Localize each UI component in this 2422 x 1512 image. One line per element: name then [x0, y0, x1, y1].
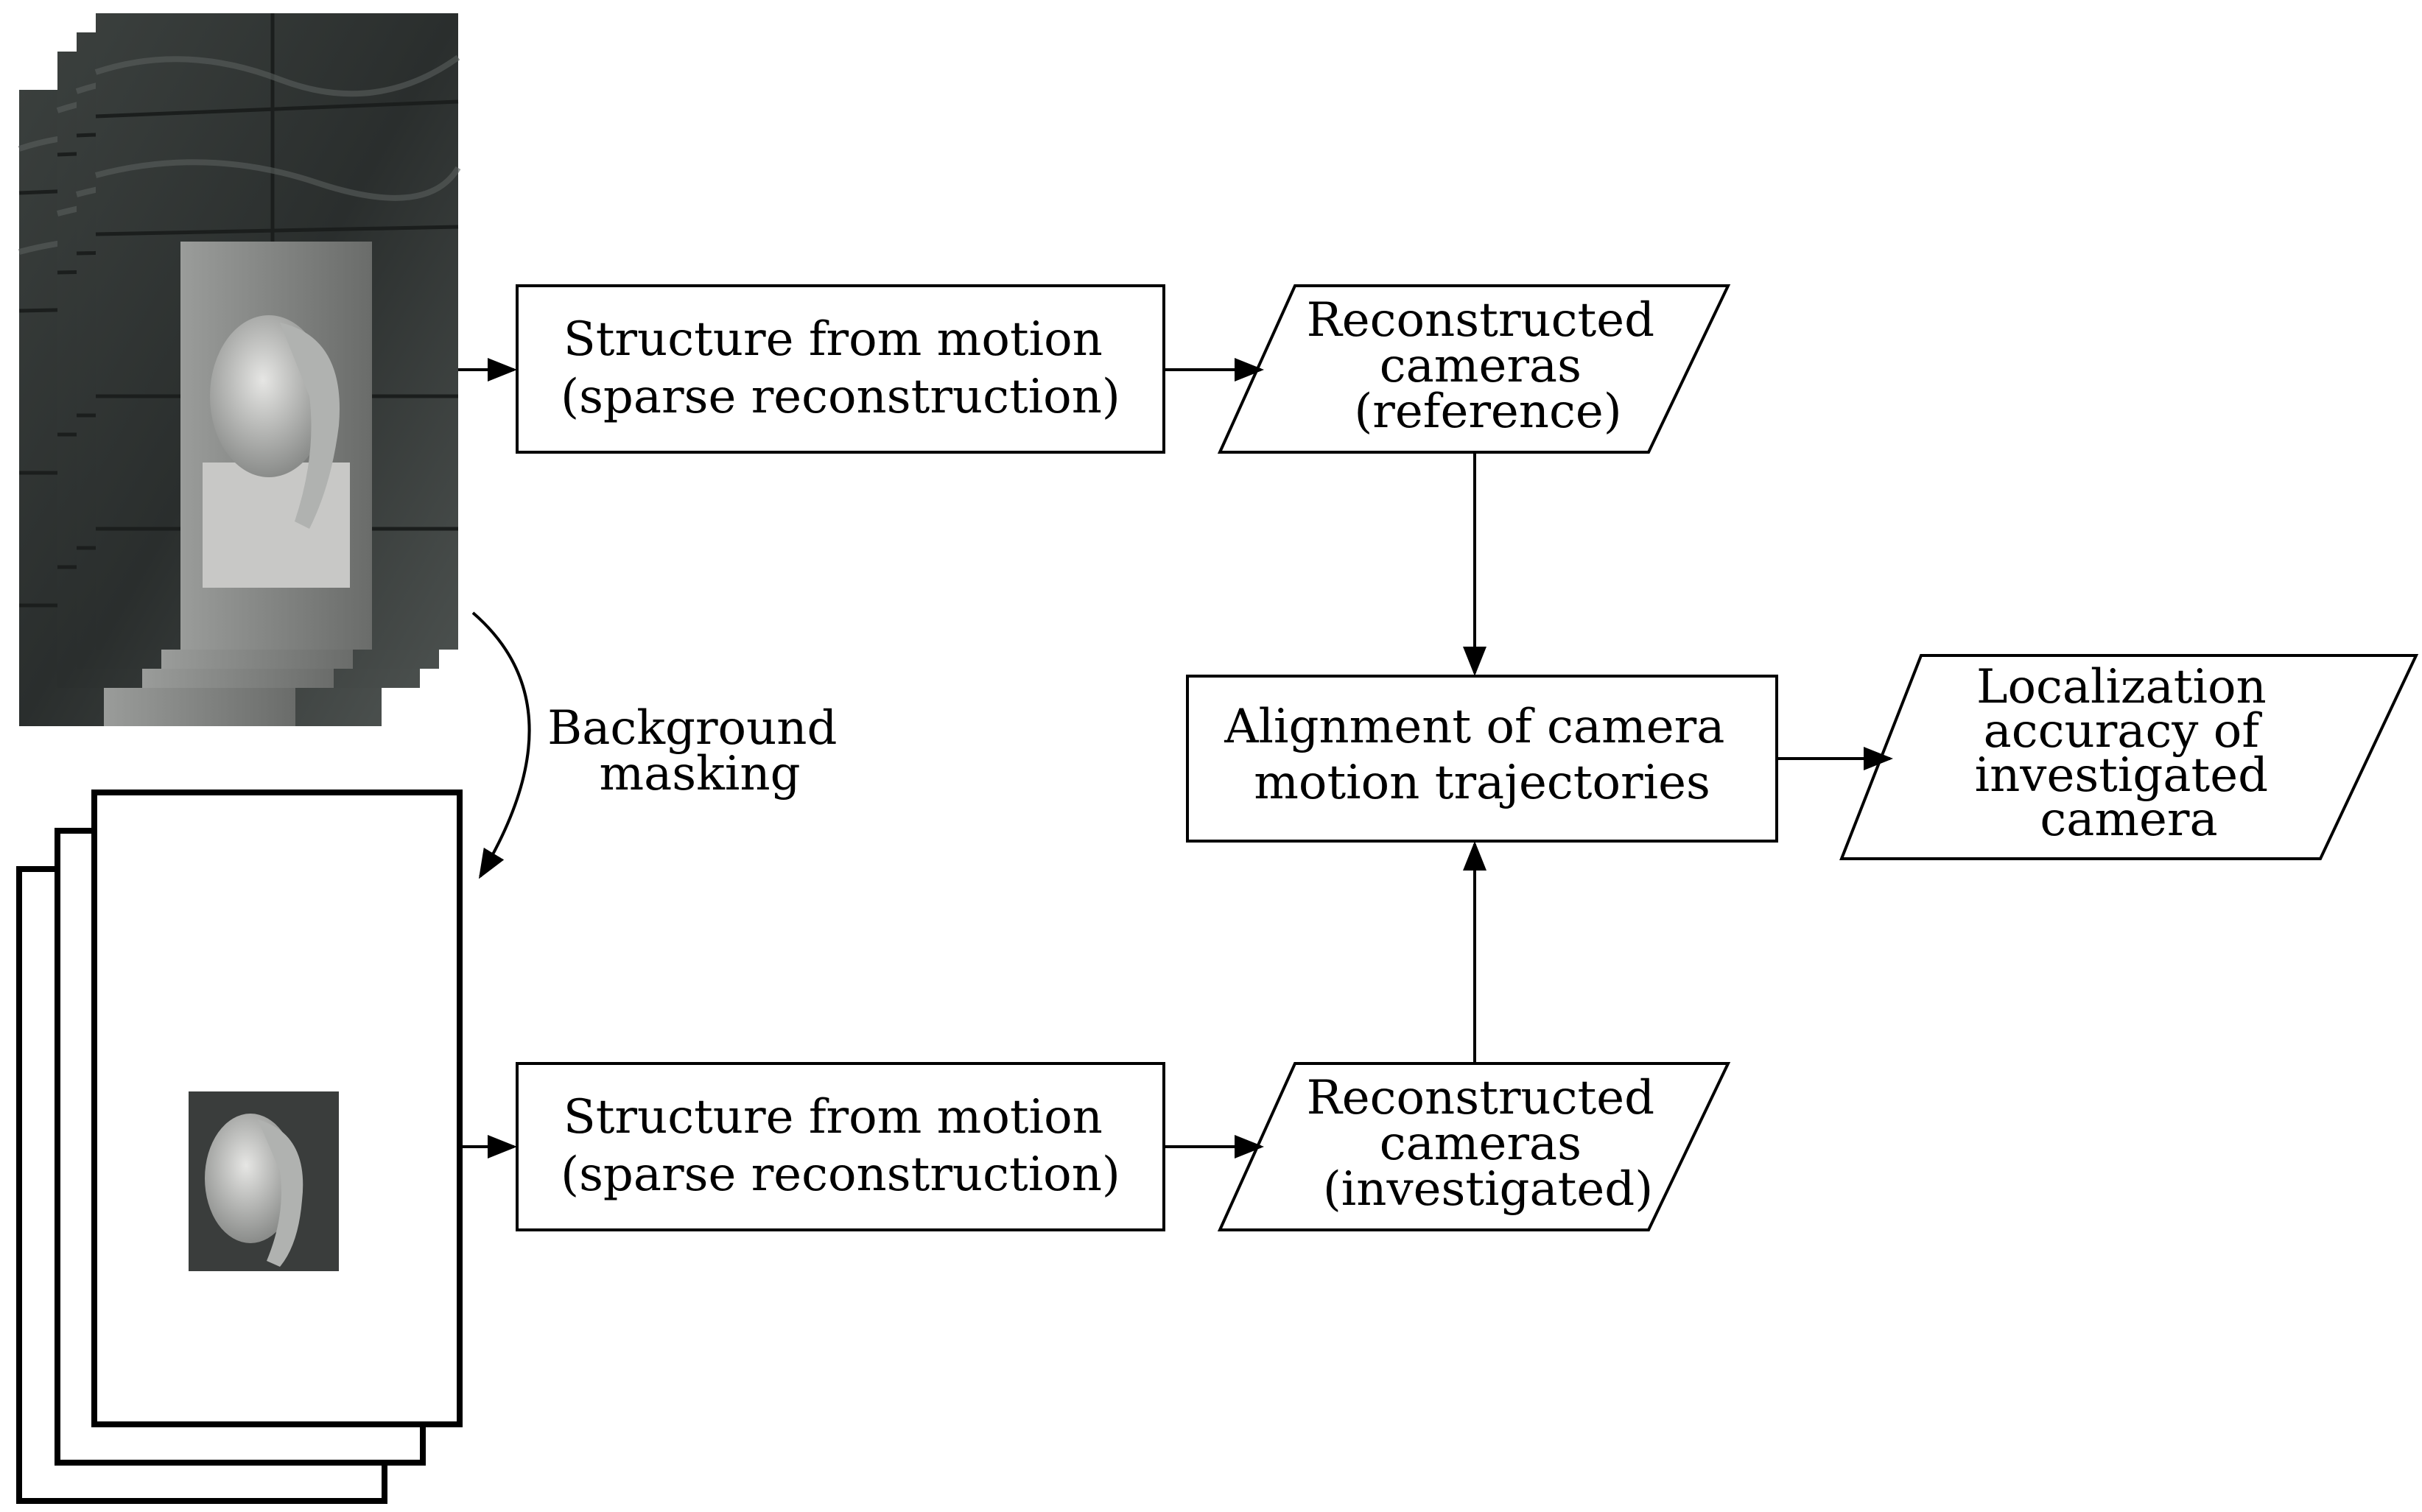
- sfm-bottom-node: Structure from motion (sparse reconstruc…: [516, 1062, 1165, 1231]
- accuracy-line3: investigated: [1975, 748, 2268, 803]
- accuracy-line4: camera: [2040, 792, 2217, 847]
- sfm-top-line1: Structure from motion: [564, 312, 1103, 367]
- alignment-node: Alignment of camera motion trajectories: [1186, 675, 1778, 843]
- cams-ref-node: Reconstructed cameras (reference): [1217, 284, 1731, 454]
- cams-inv-node: Reconstructed cameras (investigated): [1217, 1062, 1731, 1231]
- alignment-line1: Alignment of camera: [1224, 700, 1724, 754]
- svg-text:Reconstructed cameras: Reconstructed cameras (reference): [1307, 293, 1670, 439]
- svg-text:Structure from motion (s: Structure from motion (sparse reconstruc…: [561, 1090, 1120, 1202]
- masking-label-line1: Background: [547, 701, 837, 756]
- masking-label-line2: masking: [599, 747, 800, 801]
- masking-label: Background masking: [547, 701, 852, 801]
- accuracy-line1: Localization: [1976, 660, 2267, 714]
- cams-inv-line2: cameras: [1380, 1117, 1582, 1171]
- sfm-bottom-line2: (sparse reconstruction): [561, 1147, 1120, 1202]
- accuracy-node: Localization accuracy of investigated ca…: [1839, 654, 2419, 860]
- masked-image-stack: [16, 790, 463, 1504]
- sfm-top-node: Structure from motion (sparse reconstruc…: [516, 284, 1165, 454]
- original-image-1: [96, 13, 458, 650]
- masking-arrow: [471, 611, 531, 879]
- sfm-top-line2: (sparse reconstruction): [561, 370, 1120, 424]
- masked-head-crop: [189, 1091, 339, 1271]
- sfm-bottom-line1: Structure from motion: [564, 1090, 1103, 1144]
- svg-text:Reconstructed cameras: Reconstructed cameras (investigated): [1307, 1071, 1670, 1217]
- cams-inv-line1: Reconstructed: [1307, 1071, 1654, 1125]
- svg-text:Localization accuracy of: Localization accuracy of investigated ca…: [1975, 660, 2284, 847]
- cams-ref-line3: (reference): [1354, 384, 1621, 439]
- alignment-line2: motion trajectories: [1254, 756, 1710, 810]
- original-image-stack: [19, 13, 458, 726]
- cams-ref-line2: cameras: [1380, 339, 1582, 393]
- cams-inv-line3: (investigated): [1323, 1162, 1653, 1217]
- svg-text:Structure from motion (s: Structure from motion (sparse reconstruc…: [561, 312, 1120, 424]
- cams-ref-line1: Reconstructed: [1307, 293, 1654, 348]
- svg-text:Alignment of camera moti: Alignment of camera motion trajectories: [1224, 700, 1739, 810]
- accuracy-line2: accuracy of: [1984, 704, 2263, 759]
